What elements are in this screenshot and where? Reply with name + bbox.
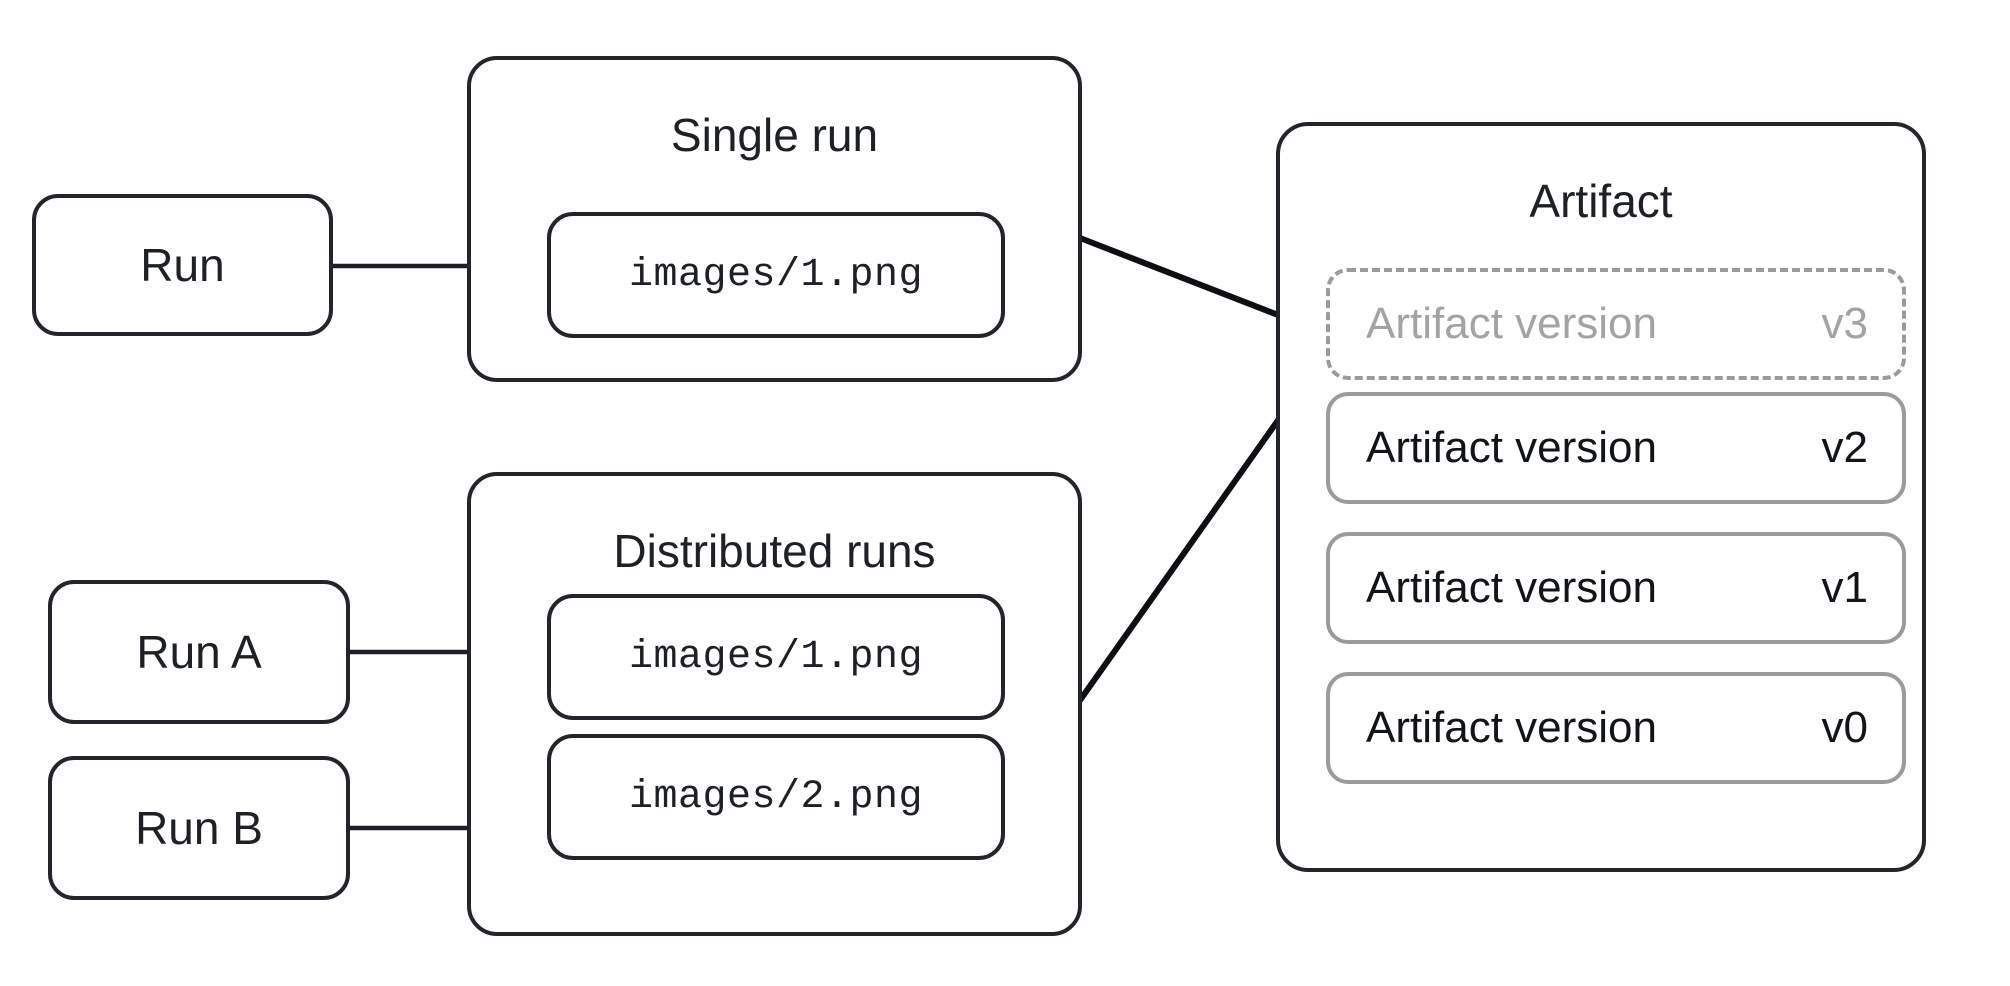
artifact-version-v1-tag: v1 bbox=[1821, 563, 1868, 612]
run-node-label: Run bbox=[140, 239, 225, 291]
distributed-file-1-label: images/1.png bbox=[628, 634, 924, 680]
artifact-version-v2-tag: v2 bbox=[1821, 423, 1868, 472]
artifact-panel: Artifact Artifact version v3 Artifact ve… bbox=[1276, 122, 1926, 872]
single-run-file-1[interactable]: images/1.png bbox=[547, 212, 1005, 338]
artifact-version-v3-name: Artifact version bbox=[1366, 299, 1657, 348]
artifact-panel-title: Artifact bbox=[1529, 175, 1673, 227]
artifact-version-v3[interactable]: Artifact version v3 bbox=[1326, 268, 1906, 380]
run-a-node-label: Run A bbox=[136, 626, 262, 678]
artifact-version-v0-tag: v0 bbox=[1821, 703, 1868, 752]
artifact-version-v0[interactable]: Artifact version v0 bbox=[1326, 672, 1906, 784]
artifact-version-v1[interactable]: Artifact version v1 bbox=[1326, 532, 1906, 644]
run-b-node[interactable]: Run B bbox=[48, 756, 350, 900]
artifact-version-v2[interactable]: Artifact version v2 bbox=[1326, 392, 1906, 504]
artifact-version-v0-name: Artifact version bbox=[1366, 703, 1657, 752]
artifact-version-v2-name: Artifact version bbox=[1366, 423, 1657, 472]
single-run-group-title: Single run bbox=[670, 109, 879, 161]
artifact-version-v1-name: Artifact version bbox=[1366, 563, 1657, 612]
run-b-node-label: Run B bbox=[135, 802, 263, 854]
single-run-group: Single run images/1.png bbox=[467, 56, 1082, 382]
distributed-runs-group-title: Distributed runs bbox=[613, 525, 936, 577]
single-run-file-1-label: images/1.png bbox=[628, 252, 924, 298]
distributed-file-1[interactable]: images/1.png bbox=[547, 594, 1005, 720]
run-a-node[interactable]: Run A bbox=[48, 580, 350, 724]
distributed-runs-group: Distributed runs images/1.png images/2.p… bbox=[467, 472, 1082, 936]
run-node[interactable]: Run bbox=[32, 194, 333, 336]
distributed-file-2-label: images/2.png bbox=[628, 774, 924, 820]
artifact-version-v3-tag: v3 bbox=[1821, 299, 1868, 348]
distributed-file-2[interactable]: images/2.png bbox=[547, 734, 1005, 860]
